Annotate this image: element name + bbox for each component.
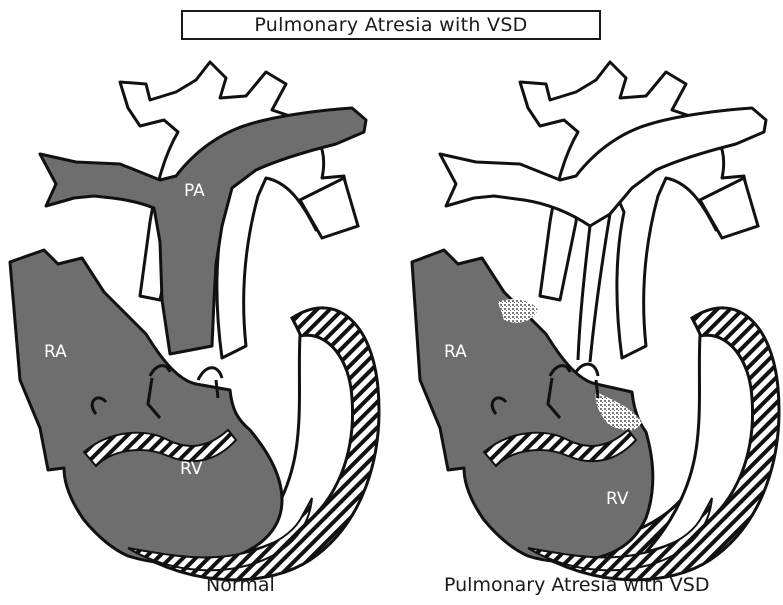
atresia-heart-panel: RA RV bbox=[412, 62, 779, 580]
label-rv: RV bbox=[180, 459, 203, 479]
caption-atresia: Pulmonary Atresia with VSD bbox=[444, 574, 709, 596]
label-pa: PA bbox=[184, 181, 205, 201]
label-rv: RV bbox=[606, 489, 629, 509]
label-ra: RA bbox=[44, 342, 67, 362]
caption-normal: Normal bbox=[206, 574, 275, 596]
label-ra: RA bbox=[444, 342, 467, 362]
normal-heart-panel: PA RA RV bbox=[10, 62, 379, 580]
